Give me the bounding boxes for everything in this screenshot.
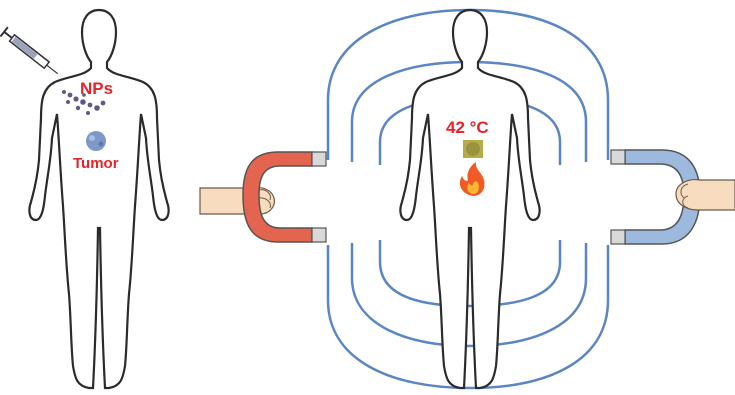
tumor-icon <box>86 131 106 151</box>
right-magnet-top-pole <box>611 150 625 164</box>
left-human-body <box>29 10 168 388</box>
temperature-label: 42 °C <box>446 118 489 137</box>
left-hand-icon <box>200 187 274 214</box>
heated-tumor-icon <box>463 140 483 158</box>
left-body-outline <box>29 10 168 388</box>
left-magnet-icon <box>243 152 326 242</box>
left-magnet-bottom-pole <box>312 228 326 242</box>
right-magnet-bottom-pole <box>611 230 625 244</box>
tumor-label: Tumor <box>73 155 119 172</box>
syringe-icon <box>0 27 61 78</box>
left-magnet-top-pole <box>312 152 326 166</box>
right-hand-icon <box>676 180 735 210</box>
nps-label: NPs <box>80 79 113 98</box>
